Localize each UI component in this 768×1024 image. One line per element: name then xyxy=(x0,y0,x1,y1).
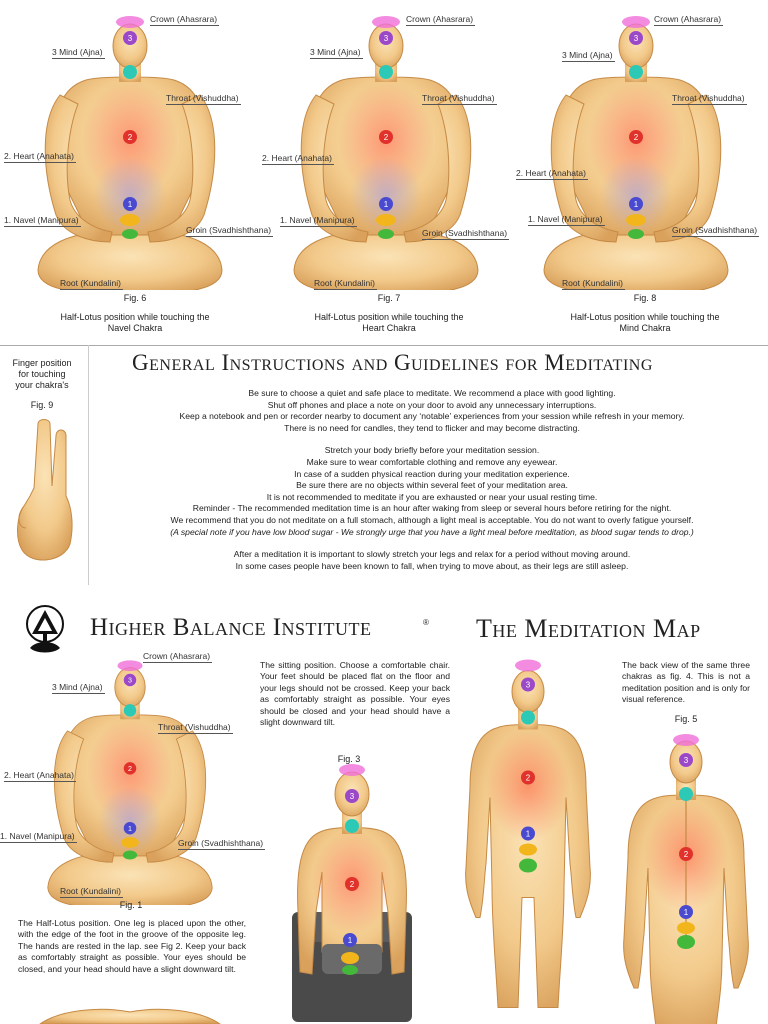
figure-8-caption: Half-Lotus position while touching the M… xyxy=(530,312,760,334)
label-root: Root (Kundalini) xyxy=(562,278,625,290)
divider-top xyxy=(0,345,768,346)
label-crown: Crown (Ahasrara) xyxy=(654,14,724,26)
brand-name: Higher Balance Institute xyxy=(90,614,372,641)
label-root: Root (Kundalini) xyxy=(60,278,123,290)
figure-6-number: Fig. 6 xyxy=(123,293,147,303)
label-heart: 2. Heart (Anahata) xyxy=(4,151,76,163)
label-navel: 1. Navel (Manipura) xyxy=(280,215,357,227)
figure-7-caption-line2: Heart Chakra xyxy=(362,323,416,333)
meditation-map-title: The Meditation Map xyxy=(476,614,701,643)
figure-6-caption-line2: Navel Chakra xyxy=(107,323,163,333)
svg-text:1: 1 xyxy=(348,936,353,945)
figure-6-illustration xyxy=(37,15,223,290)
label-heart: 2. Heart (Anahata) xyxy=(4,770,76,782)
instruction-line: After a meditation it is important to sl… xyxy=(233,549,631,560)
instruction-line: There is no need for candles, they tend … xyxy=(284,422,580,433)
instruction-line: Be sure to choose a quiet and safe place… xyxy=(248,388,616,398)
figure-8-caption-line1: Half-Lotus position while touching the xyxy=(570,312,720,322)
label-mind: 3 Mind (Ajna) xyxy=(52,47,105,59)
figure-7-number: Fig. 7 xyxy=(377,293,401,303)
figure-1-number: Fig. 1 xyxy=(119,900,143,910)
instruction-line: Reminder - The recommended meditation ti… xyxy=(192,503,672,514)
label-navel: 1. Navel (Manipura) xyxy=(528,214,605,226)
figure-5-number: Fig. 5 xyxy=(674,714,698,724)
label-mind: 3 Mind (Ajna) xyxy=(52,682,105,694)
finger-line2: for touching xyxy=(18,369,66,379)
instruction-line: In some cases people have been known to … xyxy=(235,560,629,571)
label-groin: Groin (Svadhishthana) xyxy=(178,838,266,850)
label-root: Root (Kundalini) xyxy=(60,886,123,898)
label-heart: 2. Heart (Anahata) xyxy=(516,168,588,180)
figure-7-illustration xyxy=(293,15,479,290)
label-navel: 1. Navel (Manipura) xyxy=(0,831,77,843)
figure-7-caption: Half-Lotus position while touching the H… xyxy=(274,312,504,334)
instruction-line: We recommend that you do not meditate on… xyxy=(170,514,694,525)
svg-text:3: 3 xyxy=(350,792,355,801)
svg-text:2: 2 xyxy=(350,880,355,889)
instruction-line: In case of a sudden physical reaction du… xyxy=(294,468,570,479)
label-throat: Throat (Vishuddha) xyxy=(166,93,241,105)
svg-text:1: 1 xyxy=(684,908,689,917)
figure-5-back-view-illustration: 3 2 1 xyxy=(623,734,749,1024)
finger-line3: your chakra's xyxy=(15,380,69,390)
blood-sugar-note: (A special note if you have low blood su… xyxy=(170,526,694,537)
figure-1-description: The Half-Lotus position. One leg is plac… xyxy=(18,918,246,974)
finger-position-text: Finger position for touching your chakra… xyxy=(2,358,82,391)
label-crown: Crown (Ahasrara) xyxy=(406,14,476,26)
instruction-line: Be sure there are no objects within seve… xyxy=(296,480,568,491)
figure-2-arms-illustration xyxy=(39,1008,221,1024)
label-throat: Throat (Vishuddha) xyxy=(158,722,233,734)
instructions-title: General Instructions and Guidelines for … xyxy=(132,350,653,375)
figure-4-standing-front-illustration xyxy=(465,659,591,1008)
figure-7-caption-line1: Half-Lotus position while touching the xyxy=(314,312,464,322)
figure-3-number: Fig. 3 xyxy=(337,754,361,764)
instruction-line: It is not recommended to meditate if you… xyxy=(266,491,598,502)
label-groin: Groin (Svadhishthana) xyxy=(672,225,760,237)
divider-vertical xyxy=(88,345,89,585)
label-root: Root (Kundalini) xyxy=(314,278,377,290)
instructions-body: Be sure to choose a quiet and safe place… xyxy=(112,388,752,572)
registered-mark: ® xyxy=(423,618,429,627)
figure-3-description: The sitting position. Choose a comfortab… xyxy=(260,660,450,728)
figure-9-number: Fig. 9 xyxy=(30,400,54,410)
label-throat: Throat (Vishuddha) xyxy=(422,93,497,105)
figure-6-caption: Half-Lotus position while touching the N… xyxy=(20,312,250,334)
figure-8-number: Fig. 8 xyxy=(633,293,657,303)
figure-8-caption-line2: Mind Chakra xyxy=(619,323,671,333)
label-crown: Crown (Ahasrara) xyxy=(150,14,220,26)
label-throat: Throat (Vishuddha) xyxy=(672,93,747,105)
label-mind: 3 Mind (Ajna) xyxy=(562,50,615,62)
finger-line1: Finger position xyxy=(12,358,72,368)
hbi-logo-icon xyxy=(26,605,64,653)
label-heart: 2. Heart (Anahata) xyxy=(262,153,334,165)
label-groin: Groin (Svadhishthana) xyxy=(422,228,510,240)
svg-text:2: 2 xyxy=(684,850,689,859)
instruction-line: Keep a notebook and pen or recorder near… xyxy=(179,411,685,422)
label-mind: 3 Mind (Ajna) xyxy=(310,47,363,59)
svg-text:3: 3 xyxy=(684,756,689,765)
label-groin: Groin (Svadhishthana) xyxy=(186,225,274,237)
figure-8-illustration xyxy=(543,15,729,290)
label-navel: 1. Navel (Manipura) xyxy=(4,215,81,227)
finger-hand-illustration xyxy=(17,419,73,561)
instruction-line: Shut off phones and place a note on your… xyxy=(267,399,597,410)
label-crown: Crown (Ahasrara) xyxy=(143,651,213,663)
figure-5-description: The back view of the same three chakras … xyxy=(622,660,750,705)
instruction-line: Make sure to wear comfortable clothing a… xyxy=(306,456,558,467)
instruction-line: Stretch your body briefly before your me… xyxy=(324,445,540,456)
figure-6-caption-line1: Half-Lotus position while touching the xyxy=(60,312,210,322)
figure-3-illustration: 3 2 1 xyxy=(292,764,412,1022)
